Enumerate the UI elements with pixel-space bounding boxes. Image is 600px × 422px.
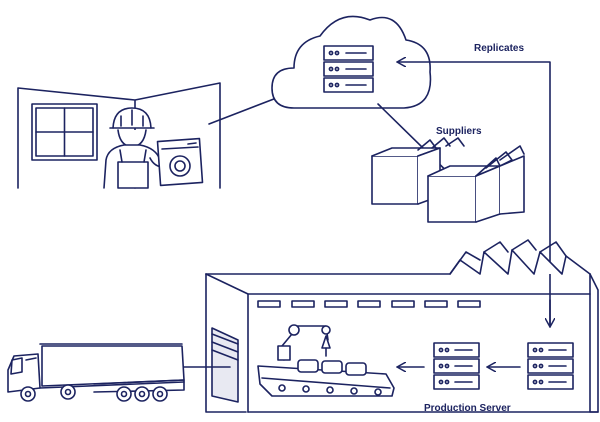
cloud-icon xyxy=(272,16,430,108)
replicates-label: Replicates xyxy=(474,43,525,54)
window-icon xyxy=(32,104,97,160)
robot-arm-icon xyxy=(278,325,330,360)
boxes-icon xyxy=(372,138,524,222)
conveyor-icon xyxy=(258,360,394,396)
tablet-icon xyxy=(158,139,203,186)
office-scene xyxy=(18,83,220,188)
suppliers-label: Suppliers xyxy=(436,126,482,137)
cloud-server-icon xyxy=(324,46,373,92)
production-server-icon xyxy=(434,343,479,389)
factory-icon xyxy=(206,240,598,412)
replicates-arrow xyxy=(398,62,550,326)
truck-icon xyxy=(8,344,184,401)
production-server-label: Production Server xyxy=(424,403,511,414)
replica-server-icon xyxy=(528,343,573,389)
